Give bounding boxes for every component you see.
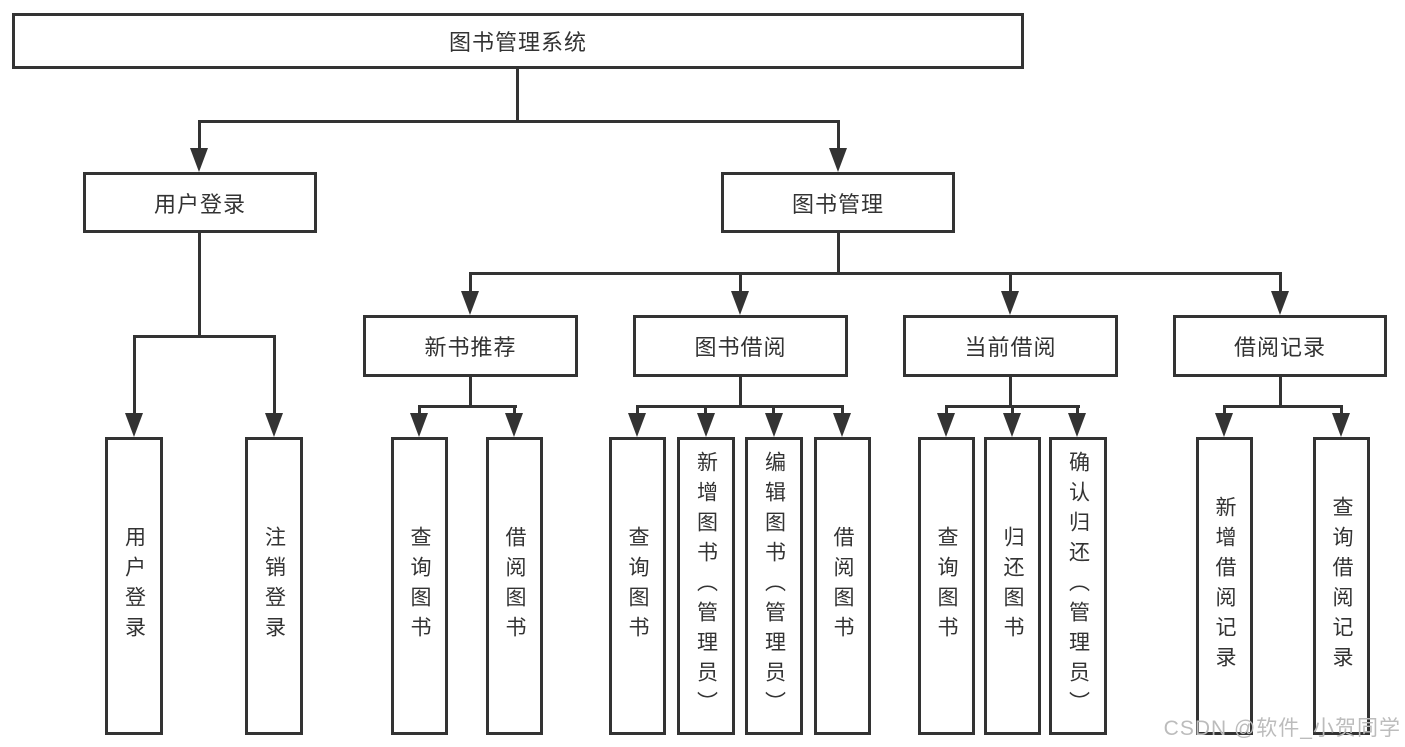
node-book-borrowing: 图书借阅 (633, 315, 848, 377)
arrowhead-nb-borrow (505, 413, 523, 437)
connector-level3-hline (469, 272, 1282, 275)
node-book-management: 图书管理 (721, 172, 955, 233)
arrowhead-br-query (1332, 413, 1350, 437)
arrowhead-bb-edit (765, 413, 783, 437)
node-borrowing-records-label: 借阅记录 (1233, 335, 1326, 360)
node-new-book-recommend: 新书推荐 (363, 315, 578, 377)
connector-book-borrowing-stem (739, 377, 742, 405)
leaf-borrow-books-borrowing: 借阅图书 (814, 437, 871, 735)
arrowhead-nb-query (410, 413, 428, 437)
arrowhead-user-login (190, 148, 208, 172)
leaf-query-borrow-record-label: 查询借阅记录 (1330, 496, 1353, 676)
leaf-return-books: 归还图书 (984, 437, 1041, 735)
arrowhead-book-borrowing (731, 291, 749, 315)
arrowhead-book-management (829, 148, 847, 172)
arrowhead-leaf-logout (265, 413, 283, 437)
leaf-query-books-recommend-label: 查询图书 (408, 526, 431, 646)
connector-new-book-stem (469, 377, 472, 405)
leaf-logout: 注销登录 (245, 437, 303, 735)
leaf-query-books-current-label: 查询图书 (935, 526, 958, 646)
connector-borrowing-records-hline (1223, 405, 1343, 408)
arrowhead-bb-query (628, 413, 646, 437)
leaf-add-borrow-record-label: 新增借阅记录 (1213, 496, 1236, 676)
leaf-logout-label: 注销登录 (262, 526, 286, 646)
connector-stem-cb-query (945, 405, 948, 415)
connector-stem-br-query (1340, 405, 1343, 415)
csdn-watermark: CSDN @软件_小贺同学 (1163, 717, 1401, 740)
node-current-borrowing-label: 当前借阅 (964, 335, 1057, 360)
connector-current-borrowing-stem (1009, 377, 1012, 405)
connector-stem-bb-borrow (841, 405, 844, 415)
node-user-login: 用户登录 (83, 172, 317, 233)
connector-stem-book-management (837, 120, 840, 150)
leaf-add-book-admin-label: 新增图书（管理员） (694, 451, 718, 721)
leaf-confirm-return-admin-label: 确认归还（管理员） (1066, 451, 1090, 721)
leaf-query-books-borrowing: 查询图书 (609, 437, 666, 735)
node-book-borrowing-label: 图书借阅 (694, 335, 787, 360)
connector-stem-leaf-user-login (133, 335, 136, 415)
arrowhead-bb-borrow (833, 413, 851, 437)
leaf-borrow-books-recommend: 借阅图书 (486, 437, 543, 735)
connector-stem-bb-query (636, 405, 639, 415)
leaf-query-books-current: 查询图书 (918, 437, 975, 735)
arrowhead-br-add (1215, 413, 1233, 437)
leaf-user-login-label: 用户登录 (122, 526, 146, 646)
connector-stem-current-borrowing (1009, 272, 1012, 293)
leaf-confirm-return-admin: 确认归还（管理员） (1049, 437, 1107, 735)
connector-book-management-stem (837, 233, 840, 272)
arrowhead-leaf-user-login (125, 413, 143, 437)
connector-stem-br-add (1223, 405, 1226, 415)
connector-stem-bb-add (704, 405, 707, 415)
arrowhead-new-book (461, 291, 479, 315)
connector-stem-leaf-logout (273, 335, 276, 415)
connector-borrowing-records-stem (1279, 377, 1282, 405)
connector-book-borrowing-hline (636, 405, 844, 408)
leaf-query-books-borrowing-label: 查询图书 (626, 526, 649, 646)
connector-user-login-hline (133, 335, 276, 338)
connector-stem-bb-edit (772, 405, 775, 415)
connector-stem-borrowing-records (1279, 272, 1282, 293)
arrowhead-cb-confirm (1068, 413, 1086, 437)
connector-new-book-hline (418, 405, 517, 408)
connector-stem-nb-borrow (513, 405, 516, 415)
arrowhead-borrowing-records (1271, 291, 1289, 315)
node-book-management-label: 图书管理 (791, 191, 884, 217)
node-current-borrowing: 当前借阅 (903, 315, 1118, 377)
connector-level1-hline (198, 120, 840, 123)
leaf-user-login: 用户登录 (105, 437, 163, 735)
arrowhead-bb-add (697, 413, 715, 437)
node-root-label: 图书管理系统 (448, 30, 587, 55)
connector-stem-cb-return (1011, 405, 1014, 415)
leaf-edit-book-admin: 编辑图书（管理员） (745, 437, 803, 735)
leaf-add-borrow-record: 新增借阅记录 (1196, 437, 1253, 735)
node-user-login-label: 用户登录 (153, 191, 246, 217)
leaf-add-book-admin: 新增图书（管理员） (677, 437, 735, 735)
connector-user-login-stem (198, 233, 201, 335)
connector-stem-book-borrowing (739, 272, 742, 293)
connector-stem-nb-query (418, 405, 421, 415)
leaf-query-books-recommend: 查询图书 (391, 437, 448, 735)
node-root: 图书管理系统 (12, 13, 1024, 69)
connector-stem-cb-confirm (1076, 405, 1079, 415)
connector-root-stem (516, 69, 519, 120)
node-new-book-recommend-label: 新书推荐 (424, 335, 517, 360)
leaf-edit-book-admin-label: 编辑图书（管理员） (762, 451, 786, 721)
connector-stem-user-login (198, 120, 201, 150)
leaf-return-books-label: 归还图书 (1001, 526, 1024, 646)
node-borrowing-records: 借阅记录 (1173, 315, 1387, 377)
arrowhead-cb-return (1003, 413, 1021, 437)
connector-stem-new-book (469, 272, 472, 293)
arrowhead-cb-query (937, 413, 955, 437)
leaf-query-borrow-record: 查询借阅记录 (1313, 437, 1370, 735)
leaf-borrow-books-borrowing-label: 借阅图书 (831, 526, 854, 646)
arrowhead-current-borrowing (1001, 291, 1019, 315)
leaf-borrow-books-recommend-label: 借阅图书 (503, 526, 526, 646)
